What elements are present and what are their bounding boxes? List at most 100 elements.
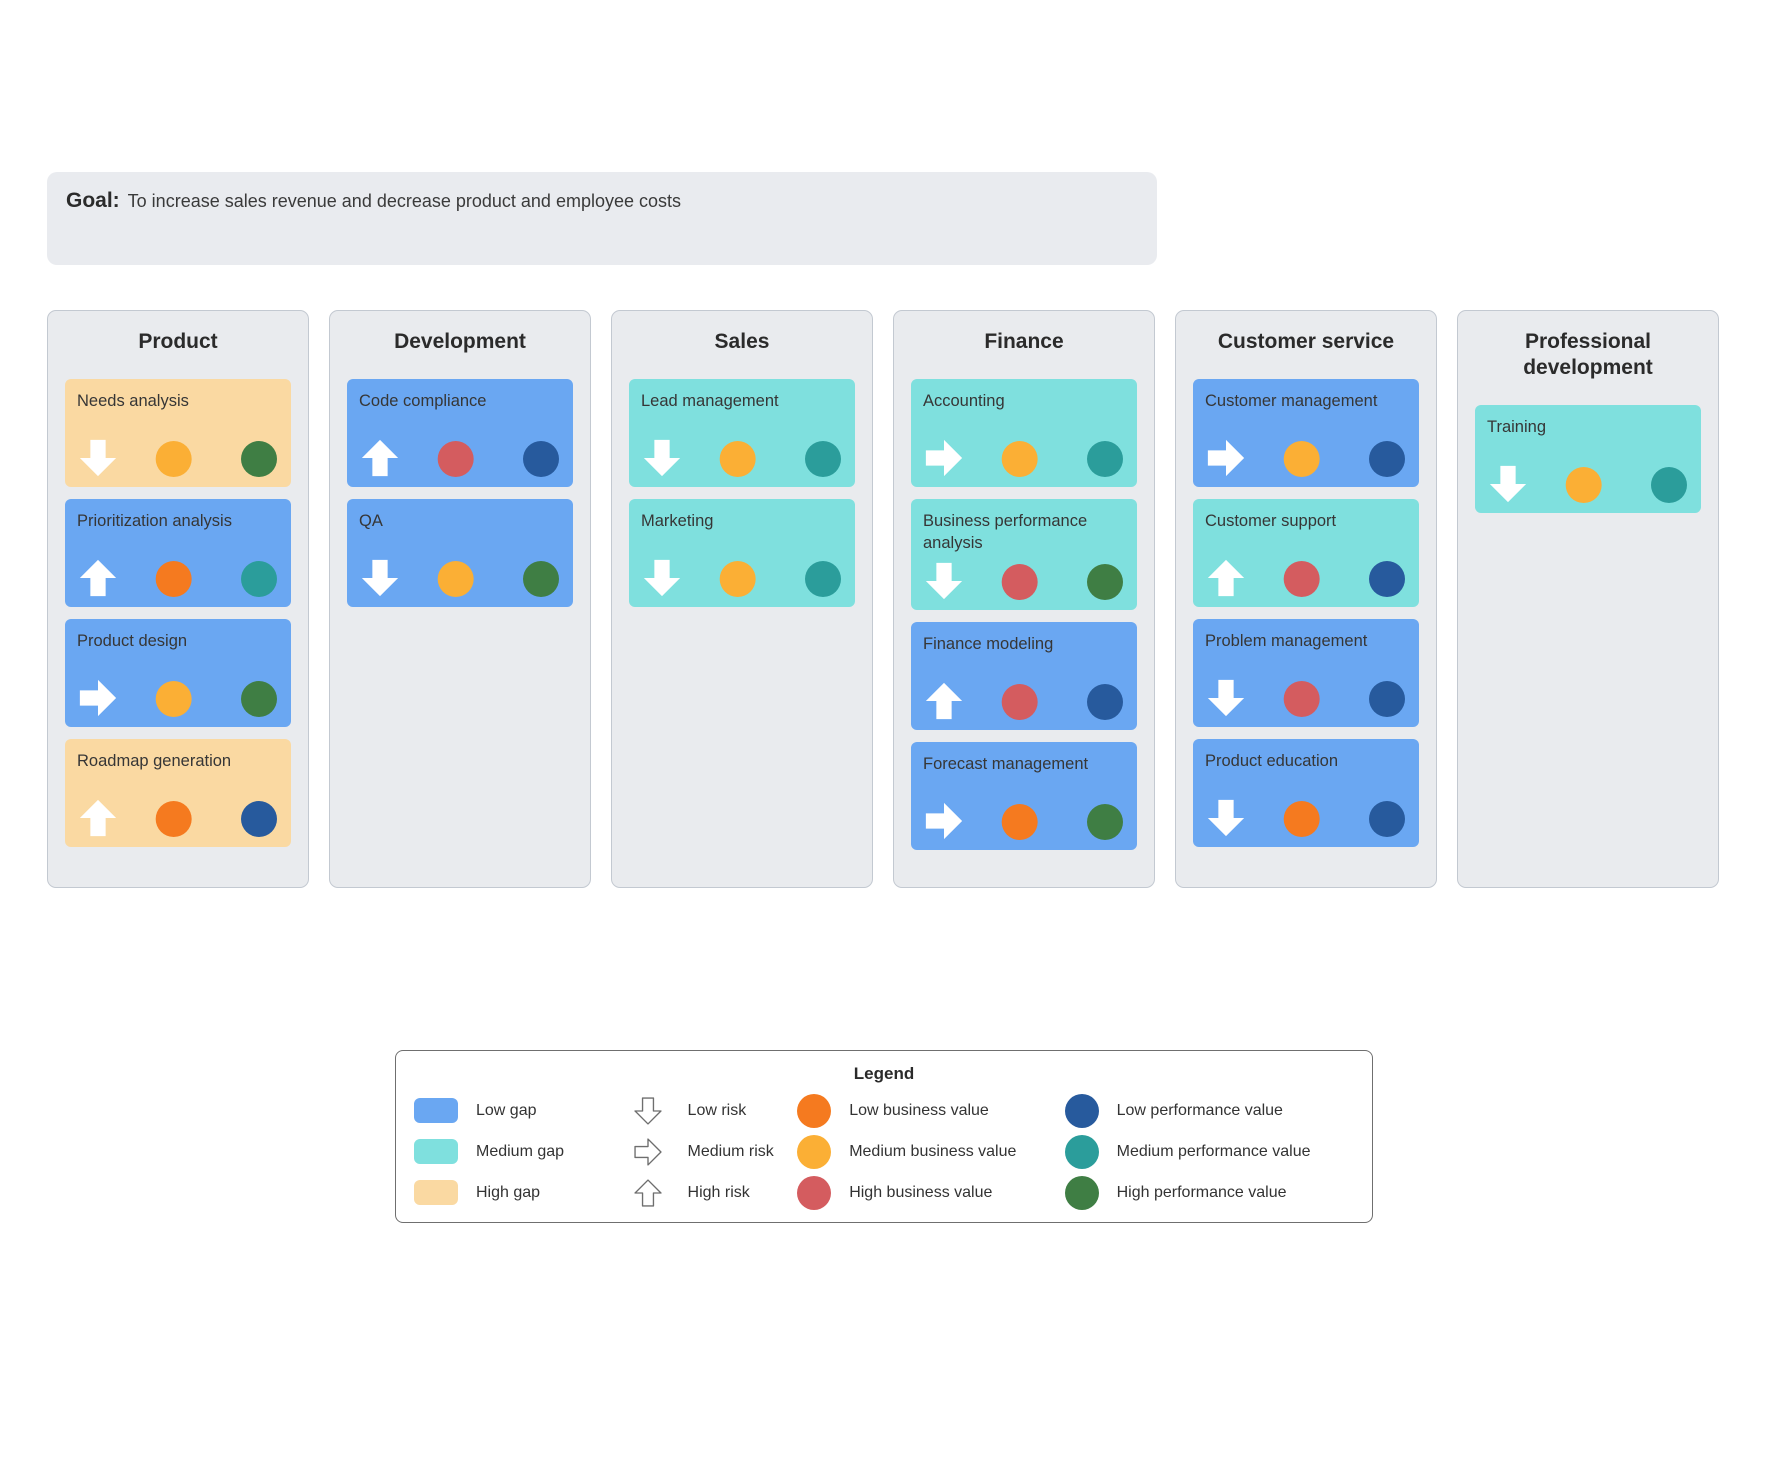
capability-card-customer-management[interactable]: Customer management: [1193, 379, 1419, 487]
column-title: Finance: [984, 330, 1064, 353]
capability-card-marketing[interactable]: Marketing: [629, 499, 855, 607]
card-label: Product education: [1205, 752, 1339, 770]
card-label: Customer support: [1205, 512, 1337, 530]
risk-medium-arrow-icon: [1205, 437, 1247, 479]
legend-item-medium-risk: Medium risk: [626, 1131, 798, 1172]
risk-low-arrow-icon: [641, 557, 683, 599]
card-indicator-row: [1205, 439, 1407, 479]
legend-item-high-gap: High gap: [414, 1172, 626, 1213]
performance-value-high-dot: [241, 441, 277, 477]
business-value-medium-dot: [155, 681, 192, 717]
business-value-low-dot: [155, 801, 192, 837]
legend-label: Low performance value: [1116, 1101, 1283, 1119]
capability-card-roadmap-generation[interactable]: Roadmap generation: [65, 739, 291, 847]
performance-value-low-dot: [1369, 561, 1405, 597]
card-indicator-row: [77, 679, 279, 719]
card-indicator-row: [1487, 465, 1689, 505]
business-value-medium-dot: [1001, 441, 1038, 477]
card-label: Prioritization analysis: [77, 512, 232, 530]
business-value-high-dot: [1283, 561, 1320, 597]
risk-low-arrow-icon: [359, 557, 401, 599]
capability-card-lead-management[interactable]: Lead management: [629, 379, 855, 487]
low-business-value-dot: [797, 1093, 832, 1128]
legend-title: Legend: [853, 1064, 915, 1083]
card-indicator-row: [641, 559, 843, 599]
column-title: Development: [394, 330, 526, 353]
card-label: Product design: [77, 632, 188, 650]
legend-label: Medium risk: [687, 1142, 774, 1160]
capability-card-forecast-management[interactable]: Forecast management: [911, 742, 1137, 850]
capability-card-problem-management[interactable]: Problem management: [1193, 619, 1419, 727]
business-value-low-dot: [1001, 804, 1038, 840]
capability-card-training[interactable]: Training: [1475, 405, 1701, 513]
legend-item-low-risk: Low risk: [626, 1090, 798, 1131]
column-title: Customer service: [1217, 330, 1395, 353]
capability-card-finance-modeling[interactable]: Finance modeling: [911, 622, 1137, 730]
capability-card-needs-analysis[interactable]: Needs analysis: [65, 379, 291, 487]
risk-low-arrow-icon: [1487, 463, 1529, 505]
legend-label: Low risk: [687, 1101, 747, 1119]
business-value-medium-dot: [437, 561, 474, 597]
low-gap-swatch: [414, 1098, 458, 1123]
card-label: Code compliance: [359, 392, 487, 410]
capability-card-business-performance-analysis[interactable]: Business performance analysis: [911, 499, 1137, 610]
low-risk-arrow-icon: [626, 1096, 670, 1126]
capability-card-prioritization-analysis[interactable]: Prioritization analysis: [65, 499, 291, 607]
card-indicator-row: [77, 559, 279, 599]
medium-risk-arrow-icon: [626, 1137, 670, 1167]
performance-value-high-dot: [241, 681, 277, 717]
risk-medium-arrow-icon: [923, 800, 965, 842]
capability-card-qa[interactable]: QA: [347, 499, 573, 607]
performance-value-low-dot: [1369, 801, 1405, 837]
performance-value-medium-dot: [1087, 441, 1123, 477]
performance-value-high-dot: [1087, 804, 1123, 840]
card-label: Customer management: [1205, 392, 1378, 410]
card-indicator-row: [923, 562, 1125, 602]
risk-low-arrow-icon: [1205, 797, 1247, 839]
legend-item-medium-business-value: Medium business value: [797, 1131, 1064, 1172]
card-label: Lead management: [641, 392, 779, 410]
performance-value-high-dot: [1087, 564, 1123, 600]
risk-medium-arrow-icon: [77, 677, 119, 719]
goal-box[interactable]: Goal:To increase sales revenue and decre…: [47, 172, 1157, 265]
business-value-medium-dot: [1565, 467, 1602, 503]
business-value-medium-dot: [719, 441, 756, 477]
performance-value-high-dot: [523, 561, 559, 597]
capability-card-customer-support[interactable]: Customer support: [1193, 499, 1419, 607]
medium-business-value-dot: [797, 1134, 832, 1169]
legend-label: Low business value: [849, 1101, 989, 1119]
capability-card-accounting[interactable]: Accounting: [911, 379, 1137, 487]
business-value-high-dot: [1283, 681, 1320, 717]
business-value-high-dot: [1001, 684, 1038, 720]
card-label: QA: [359, 512, 383, 530]
legend-item-medium-performance-value: Medium performance value: [1064, 1131, 1354, 1172]
capability-card-product-design[interactable]: Product design: [65, 619, 291, 727]
business-value-low-dot: [155, 561, 192, 597]
legend-label: High gap: [476, 1183, 541, 1201]
capability-card-code-compliance[interactable]: Code compliance: [347, 379, 573, 487]
column-title: Professional development: [1523, 330, 1653, 379]
performance-value-low-dot: [1369, 441, 1405, 477]
card-label: Training: [1487, 418, 1546, 436]
legend-item-low-business-value: Low business value: [797, 1090, 1064, 1131]
risk-high-arrow-icon: [77, 797, 119, 839]
card-indicator-row: [923, 682, 1125, 722]
capability-card-product-education[interactable]: Product education: [1193, 739, 1419, 847]
card-label: Problem management: [1205, 632, 1368, 650]
high-performance-value-dot: [1064, 1175, 1099, 1210]
risk-high-arrow-icon: [923, 680, 965, 722]
performance-value-medium-dot: [805, 441, 841, 477]
risk-high-arrow-icon: [1205, 557, 1247, 599]
legend-label: High risk: [687, 1183, 750, 1201]
